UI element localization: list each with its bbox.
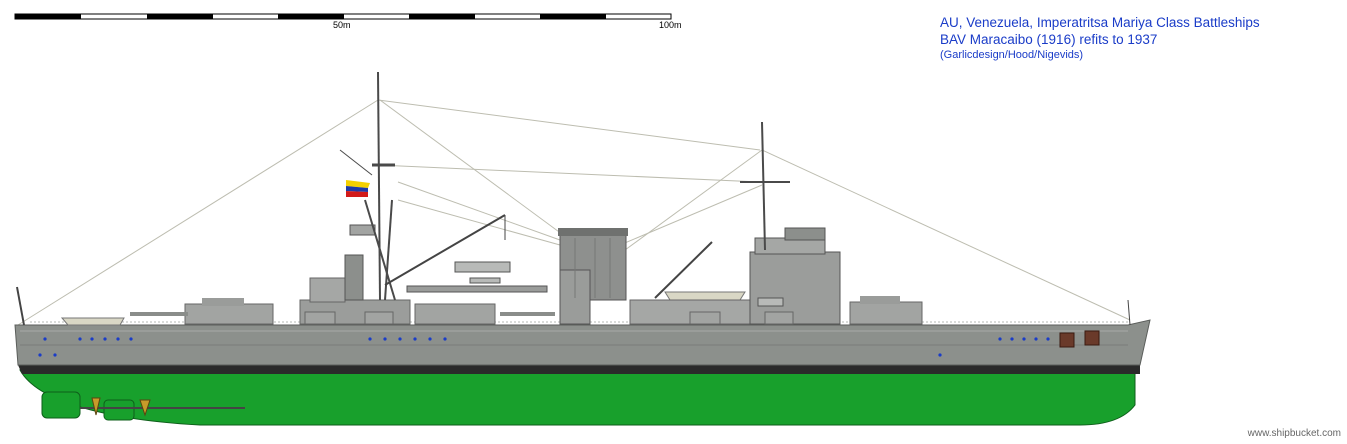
credits: (Garlicdesign/Hood/Nigevids) (940, 49, 1084, 61)
crane (384, 214, 506, 286)
forward-superstructure (749, 227, 841, 325)
boat (60, 317, 125, 326)
scale-label-50m: 50m (333, 20, 351, 30)
secondary-guns (304, 311, 794, 325)
rigging (17, 99, 1131, 326)
turret-aft (130, 298, 274, 325)
aft-superstructure (299, 224, 411, 325)
bow-jackstaff (1127, 299, 1131, 326)
portholes (38, 337, 1050, 357)
aircraft-catapult (406, 261, 548, 293)
title-line-1: AU, Venezuela, Imperatritsa Mariya Class… (940, 15, 1260, 30)
boat-crane (654, 241, 713, 299)
scale-label-100m: 100m (659, 20, 682, 30)
site-watermark: www.shipbucket.com (1247, 428, 1341, 439)
title-block: AU, Venezuela, Imperatritsa Mariya Class… (940, 14, 1260, 48)
title-line-2: BAV Maracaibo (1916) refits to 1937 (940, 32, 1158, 47)
hull (14, 319, 1151, 366)
turret-fwd (849, 296, 923, 325)
anchor-hawse (1084, 330, 1100, 346)
stern-flagstaff (16, 286, 25, 326)
funnel (558, 228, 628, 325)
underwater-hull (19, 369, 1136, 426)
turret-y (414, 303, 555, 325)
fore-mast (740, 121, 790, 251)
scale-bar (14, 13, 672, 20)
anchor-hawse (1059, 332, 1075, 348)
boat (664, 291, 746, 301)
venezuela-flag (346, 180, 370, 197)
propellers (41, 391, 245, 421)
boot-topping (18, 365, 1140, 374)
